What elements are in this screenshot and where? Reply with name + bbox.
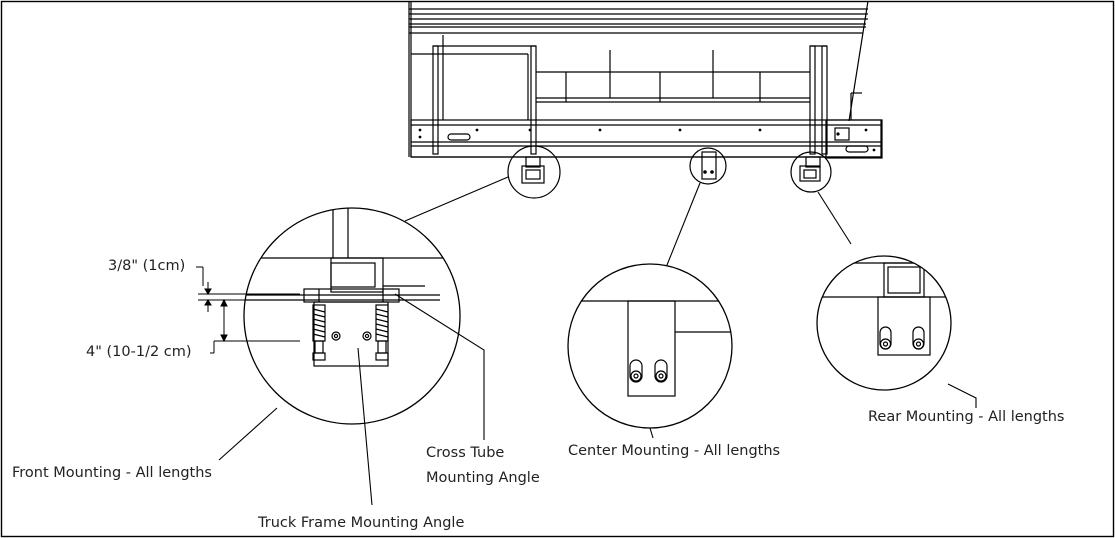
left-spring [312, 304, 326, 361]
rear-leader [947, 383, 977, 408]
cross-tube-label-line1: Cross Tube [426, 445, 504, 461]
front-leaders [218, 293, 485, 506]
front-mounting-label: Front Mounting - All lengths [12, 465, 212, 481]
cross-tube-label-line2: Mounting Angle [426, 470, 540, 486]
front-detail-contents [244, 208, 460, 367]
truck-frame-label: Truck Frame Mounting Angle [257, 515, 464, 531]
rear-detail-marker [790, 151, 832, 193]
center-detail-contents [568, 300, 732, 397]
rear-mounting-label: Rear Mounting - All lengths [868, 409, 1064, 425]
center-mounting-detail [567, 263, 733, 429]
rear-mounting-detail [816, 255, 952, 391]
center-mounting-label: Center Mounting - All lengths [568, 443, 780, 459]
frame-holes [418, 128, 876, 174]
detail-leaders [404, 176, 852, 266]
dimension-lines [196, 266, 300, 354]
dimension-label-3-8: 3/8" (1cm) [108, 258, 185, 274]
front-mounting-detail [243, 207, 461, 425]
right-spring [375, 304, 389, 361]
center-leader [649, 427, 654, 439]
center-detail-marker [689, 147, 727, 185]
spreader-body [408, 0, 883, 180]
rear-detail-contents [817, 262, 951, 356]
dimension-label-4: 4" (10-1/2 cm) [86, 344, 192, 360]
detail-callout-markers [507, 145, 832, 199]
front-detail-marker [507, 145, 561, 199]
